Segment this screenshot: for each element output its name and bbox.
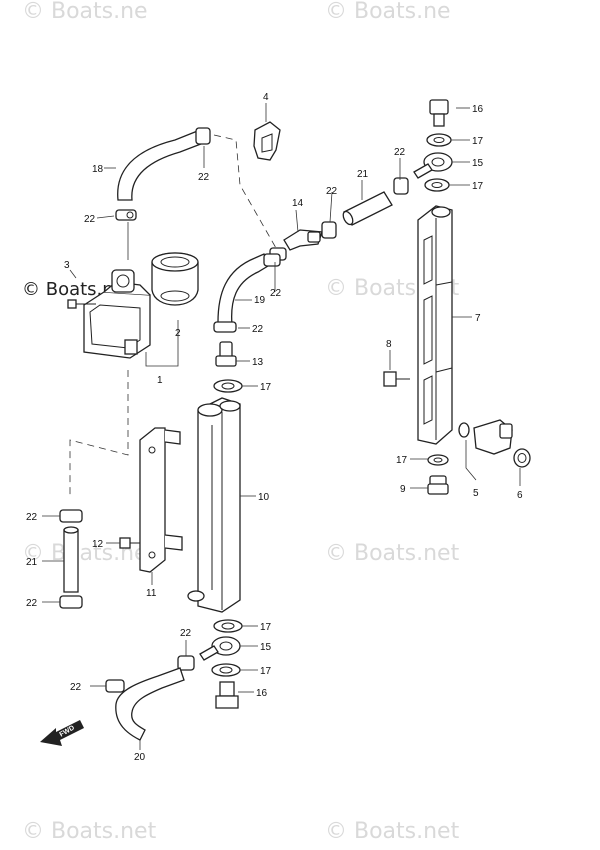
callout-5: 5 [473,488,479,499]
callout-22-e: 22 [270,288,282,299]
watermark-top-left: © Boats.ne [22,0,148,24]
watermark-top-mid: © Boats.ne [325,0,451,24]
callout-10: 10 [258,492,270,503]
injector-5 [473,419,513,455]
washer-17-upper-right-b [424,178,450,192]
banjo-joint-15-lower [199,636,241,661]
callout-2: 2 [175,328,181,339]
callout-17-f: 17 [396,455,408,466]
joint-13 [215,341,237,367]
callout-13: 13 [252,357,264,368]
callout-15-a: 15 [472,158,484,169]
washer-17-upper-center [213,379,243,393]
bracket-11 [139,427,183,573]
bolt-16-upper [429,99,449,127]
callout-17-e: 17 [472,181,484,192]
callout-22-b: 22 [198,172,210,183]
plug-9 [427,475,449,495]
banjo-joint-15-upper [413,152,453,179]
callout-18: 18 [92,164,104,175]
callout-19: 19 [254,295,266,306]
callout-22-g: 22 [26,512,38,523]
washer-17-upper-right-a [426,133,452,147]
bolt-16-lower [215,681,239,709]
callout-21-b: 21 [26,557,38,568]
hose-18 [117,129,207,201]
washer-17-lower-b [211,663,241,677]
callout-22-c: 22 [326,186,338,197]
callout-20: 20 [134,752,146,763]
hose-20 [115,667,185,741]
watermark-lower-right: © Boats.net [325,541,460,566]
callout-9: 9 [400,484,406,495]
fuel-rail-10 [187,397,241,613]
callout-7: 7 [475,313,481,324]
callout-16-b: 16 [256,688,268,699]
callout-11: 11 [146,588,157,599]
clamp-22-hose20-left [105,679,125,693]
hose-21-upper [342,191,393,226]
o-ring [458,422,470,438]
callout-17-c: 17 [260,666,272,677]
clamp-22-hose21-top [59,509,83,523]
callout-17-a: 17 [260,382,272,393]
clamp-22-hose19-top [263,253,281,267]
delivery-pipe-7 [417,205,453,445]
clamp-22-hose21-left [321,221,337,239]
callout-15-b: 15 [260,642,272,653]
bolt-8 [383,371,410,387]
callout-16-a: 16 [472,104,484,115]
callout-6: 6 [517,490,523,501]
callout-22-d: 22 [394,147,406,158]
callout-22-a: 22 [84,214,96,225]
washer-17-right-lower [427,454,449,466]
bolt-3 [67,299,96,309]
callout-4: 4 [263,92,269,103]
clamp-22-hose18-top [195,127,211,145]
callout-22-j: 22 [70,682,82,693]
callout-14: 14 [292,198,304,209]
callout-labels: 18 22 22 4 3 2 1 14 22 21 22 22 19 22 13… [26,92,523,763]
watermark-bottom-right: © Boats.net [325,819,460,844]
watermark-bottom-left: © Boats.net [22,819,157,844]
fwd-arrow: FWD [40,720,84,746]
callout-3: 3 [64,260,70,271]
callout-8: 8 [386,339,392,350]
callout-21-a: 21 [357,169,369,180]
hose-19 [217,253,269,326]
callout-17-b: 17 [260,622,272,633]
clamp-22-hose19-bottom [213,321,237,333]
clamp-22-upper-left [115,209,137,221]
clamp-22-hose21-bottom [59,595,83,609]
leader-lines [42,107,470,693]
watermark-lower-left: © Boats.net [22,541,157,566]
callout-1: 1 [157,375,163,386]
clip-4 [253,121,281,161]
hose-21-lower [63,526,79,593]
clamp-22-hose21-right [393,177,409,195]
callout-22-h: 22 [26,598,38,609]
callout-22-i: 22 [180,628,192,639]
fwd-label: FWD [59,725,76,739]
bracket-assembly-1 [83,252,199,359]
watermarks: © Boats.ne © Boats.ne © Boats.net © Boat… [22,0,460,844]
joint-14 [283,229,323,251]
callout-22-f: 22 [252,324,264,335]
callout-17-d: 17 [472,136,484,147]
cap-6 [513,448,531,468]
callout-12: 12 [92,539,104,550]
washer-17-lower-a [213,619,243,633]
